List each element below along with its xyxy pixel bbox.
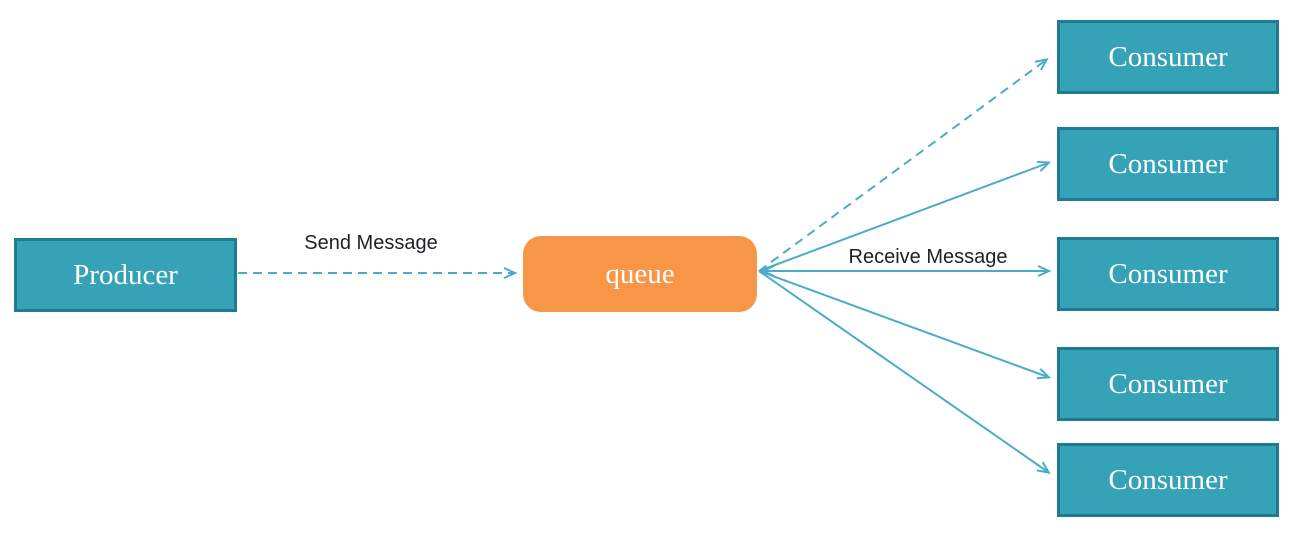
producer-label: Producer	[73, 258, 178, 291]
send-message-label: Send Message	[304, 232, 438, 254]
consumer-node-3: Consumer	[1057, 237, 1279, 311]
consumer-label: Consumer	[1108, 257, 1228, 290]
edge-queue-consumer-1	[758, 60, 1046, 272]
consumer-label: Consumer	[1108, 40, 1228, 73]
consumer-label: Consumer	[1108, 367, 1228, 400]
consumer-label: Consumer	[1108, 463, 1228, 496]
edge-queue-consumer-4	[758, 270, 1048, 377]
receive-message-label: Receive Message	[848, 246, 1008, 268]
consumer-node-4: Consumer	[1057, 347, 1279, 421]
edge-queue-consumer-5	[758, 270, 1048, 472]
producer-node: Producer	[14, 238, 237, 312]
edge-queue-consumer-2	[758, 163, 1048, 272]
consumer-node-5: Consumer	[1057, 443, 1279, 517]
queue-node: queue	[523, 236, 757, 312]
consumer-node-1: Consumer	[1057, 20, 1279, 94]
queue-label: queue	[605, 257, 675, 290]
consumer-node-2: Consumer	[1057, 127, 1279, 201]
consumer-label: Consumer	[1108, 147, 1228, 180]
